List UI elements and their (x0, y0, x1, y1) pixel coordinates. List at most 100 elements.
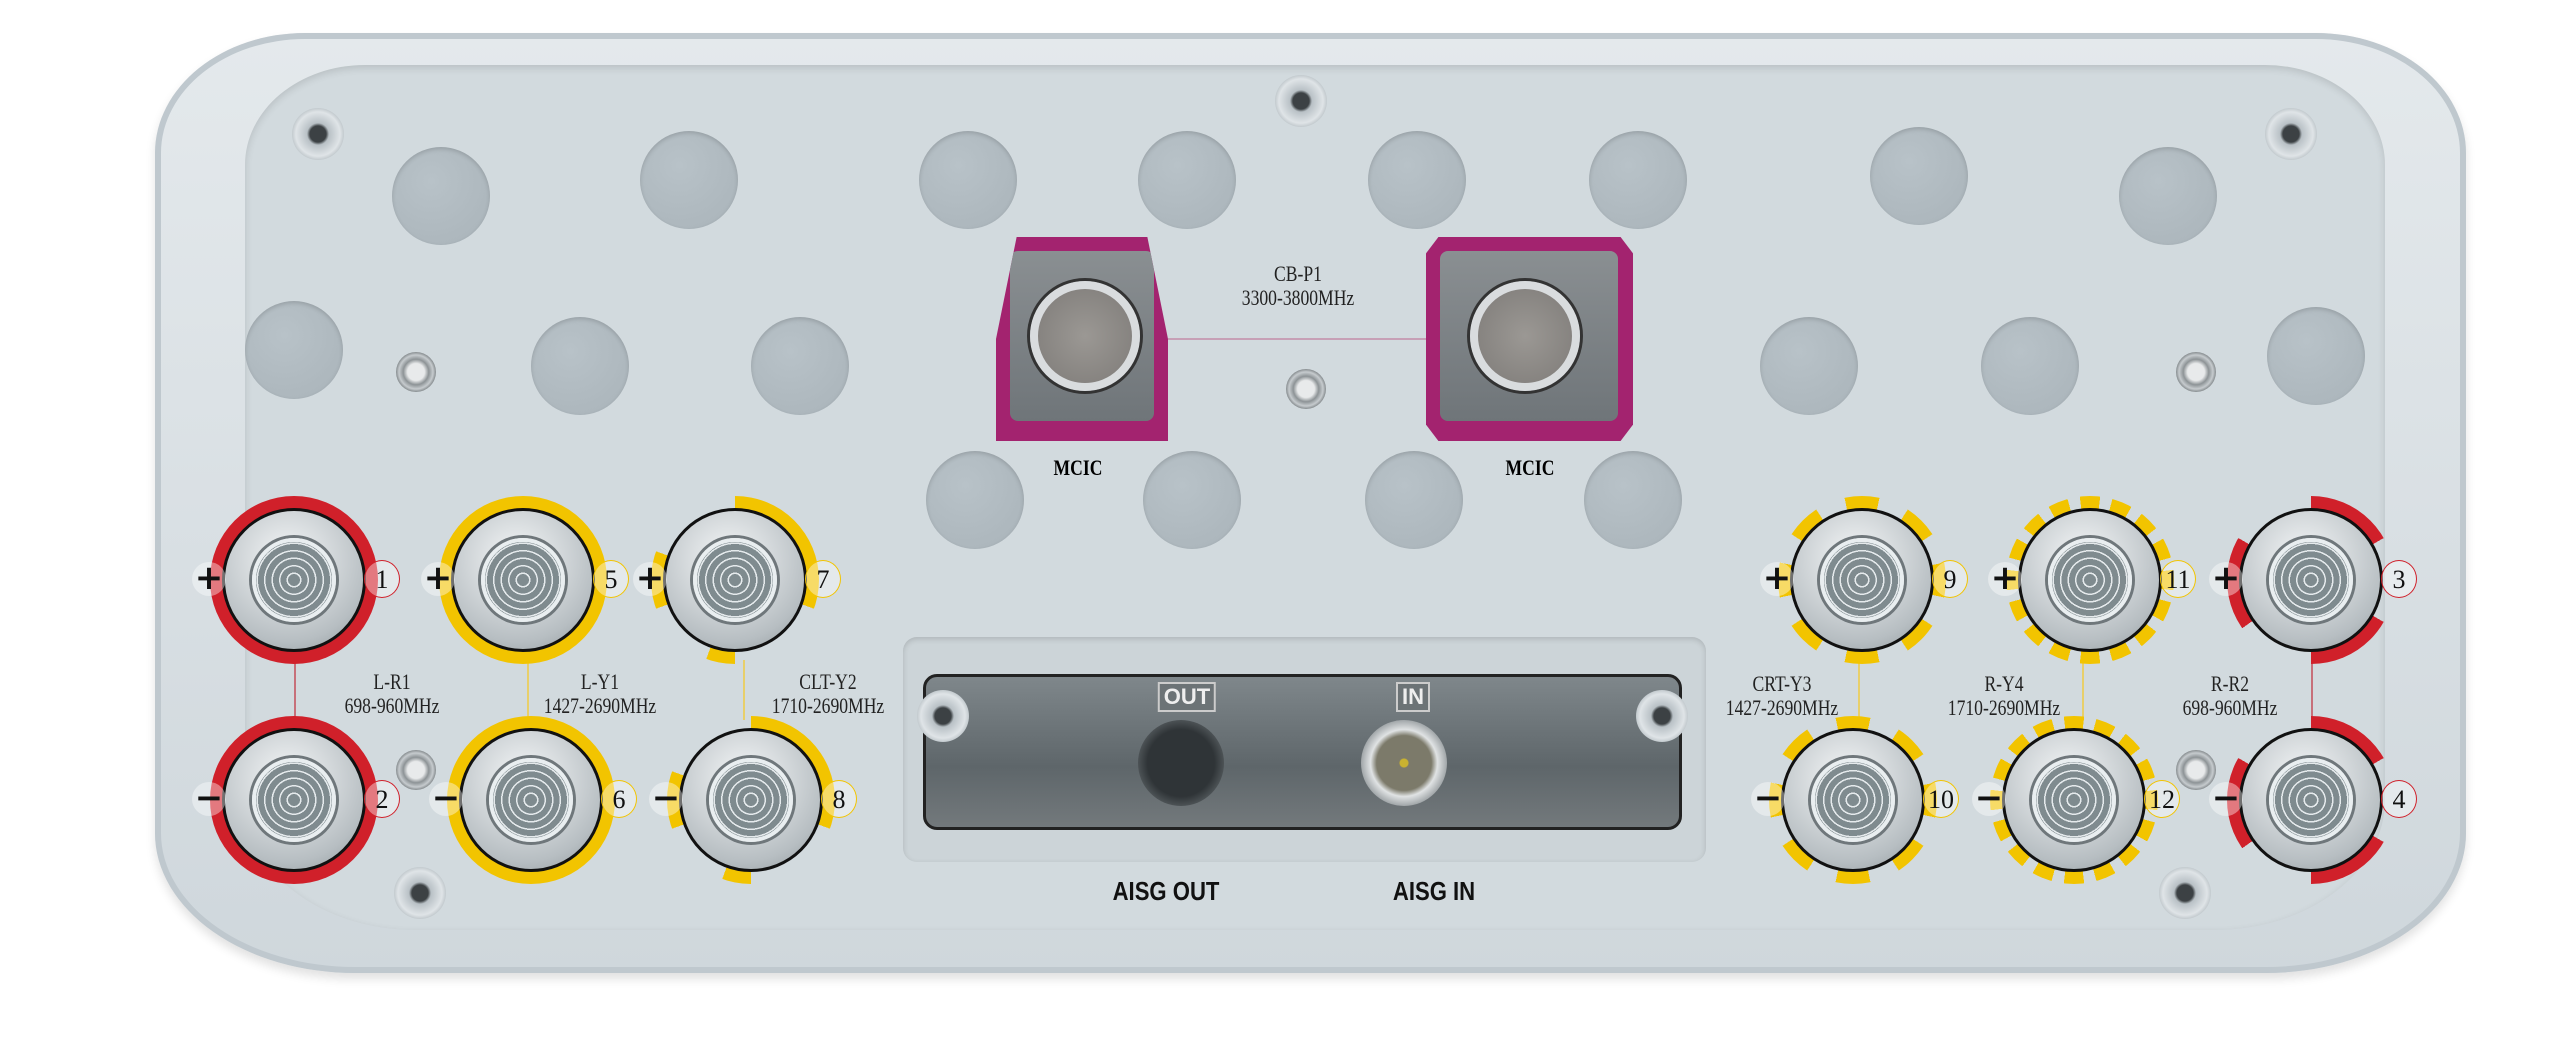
polarity-minus-icon: − (2209, 781, 2243, 816)
rf-port-5[interactable]: + 5 (421, 496, 629, 664)
port-number: 4 (2381, 780, 2417, 818)
pair-line (2311, 660, 2313, 720)
connector-face-icon (2269, 538, 2353, 622)
polarity-minus-icon: − (192, 781, 226, 816)
rf-port-6[interactable]: − 6 (429, 716, 637, 884)
mount-hole (394, 867, 446, 919)
connector-face-icon (481, 538, 565, 622)
vent-plug (1143, 451, 1241, 549)
rf-port-11[interactable]: + 11 (1988, 496, 2196, 664)
connector-nut (2239, 508, 2383, 652)
port-number: 9 (1932, 560, 1968, 598)
torx-screw-icon (1286, 369, 1326, 409)
mount-hole (1275, 75, 1327, 127)
vent-plug (2267, 307, 2365, 405)
connector-nut (2018, 508, 2162, 652)
polarity-plus-icon: + (633, 561, 667, 596)
pair-line (743, 660, 745, 720)
rf-port-10[interactable]: − 10 (1751, 716, 1959, 884)
port-number: 2 (364, 780, 400, 818)
aisg-out-connector[interactable] (1138, 720, 1224, 806)
mcic-connector-right[interactable] (1426, 237, 1633, 441)
connector-nut (222, 508, 366, 652)
aisg-in-tag: IN (1396, 682, 1430, 712)
connector-nut (451, 508, 595, 652)
connector-face-icon (252, 758, 336, 842)
polarity-minus-icon: − (429, 781, 463, 816)
connector-nut (1781, 728, 1925, 872)
polarity-minus-icon: − (1972, 781, 2006, 816)
aisg-out-tag: OUT (1157, 682, 1217, 712)
connector-face-icon (1811, 758, 1895, 842)
connector-face-icon (489, 758, 573, 842)
vent-plug (392, 147, 490, 245)
polarity-plus-icon: + (1760, 561, 1794, 596)
rf-port-3[interactable]: + 3 (2209, 496, 2417, 664)
port-number: 10 (1923, 780, 1959, 818)
vent-plug (1368, 131, 1466, 229)
port-number: 12 (2144, 780, 2180, 818)
vent-plug (919, 131, 1017, 229)
aisg-out-label: AISG OUT (1112, 876, 1220, 906)
port-number: 6 (601, 780, 637, 818)
vent-plug (751, 317, 849, 415)
connector-face-icon (2032, 758, 2116, 842)
port-number: 8 (821, 780, 857, 818)
connector-nut (679, 728, 823, 872)
pair-line (2082, 660, 2084, 720)
port-number: 3 (2381, 560, 2417, 598)
mount-hole (2159, 867, 2211, 919)
connector-nut (2239, 728, 2383, 872)
plate-screw-icon (917, 690, 969, 742)
connector-nut (663, 508, 807, 652)
port-number: 1 (364, 560, 400, 598)
polarity-plus-icon: + (2209, 561, 2243, 596)
connector-face-icon (2269, 758, 2353, 842)
connector-nut (222, 728, 366, 872)
rf-port-9[interactable]: + 9 (1760, 496, 1968, 664)
plate-screw-icon (1636, 690, 1688, 742)
connector-face-icon (709, 758, 793, 842)
mcic-connector-left[interactable] (996, 237, 1168, 441)
connector-face-icon (693, 538, 777, 622)
vent-plug (531, 317, 629, 415)
cb-line (1168, 338, 1426, 340)
rf-port-2[interactable]: − 2 (192, 716, 400, 884)
vent-plug (2119, 147, 2217, 245)
vent-plug (1870, 127, 1968, 225)
mount-hole (292, 108, 344, 160)
connector-nut (1790, 508, 1934, 652)
connector-nut (459, 728, 603, 872)
port-number: 11 (2160, 560, 2196, 598)
rf-port-4[interactable]: − 4 (2209, 716, 2417, 884)
vent-plug (640, 131, 738, 229)
torx-screw-icon (396, 352, 436, 392)
aisg-plate (923, 674, 1682, 830)
polarity-plus-icon: + (192, 561, 226, 596)
port-number: 5 (593, 560, 629, 598)
rf-port-8[interactable]: − 8 (649, 716, 857, 884)
rf-port-7[interactable]: + 7 (633, 496, 841, 664)
rf-port-1[interactable]: + 1 (192, 496, 400, 664)
rf-port-12[interactable]: − 12 (1972, 716, 2180, 884)
vent-plug (1760, 317, 1858, 415)
vent-plug (245, 301, 343, 399)
aisg-in-connector[interactable] (1361, 720, 1447, 806)
vent-plug (1365, 451, 1463, 549)
mcic-label: MCIC (1505, 455, 1555, 480)
torx-screw-icon (2176, 352, 2216, 392)
vent-plug (1589, 131, 1687, 229)
mount-hole (2265, 108, 2317, 160)
connector-face-icon (1820, 538, 1904, 622)
vent-plug (1584, 451, 1682, 549)
polarity-minus-icon: − (649, 781, 683, 816)
torx-screw-icon (396, 750, 436, 790)
vent-plug (1981, 317, 2079, 415)
mcic-label: MCIC (1053, 455, 1103, 480)
connector-nut (2002, 728, 2146, 872)
mcic-socket-icon (1030, 281, 1140, 391)
